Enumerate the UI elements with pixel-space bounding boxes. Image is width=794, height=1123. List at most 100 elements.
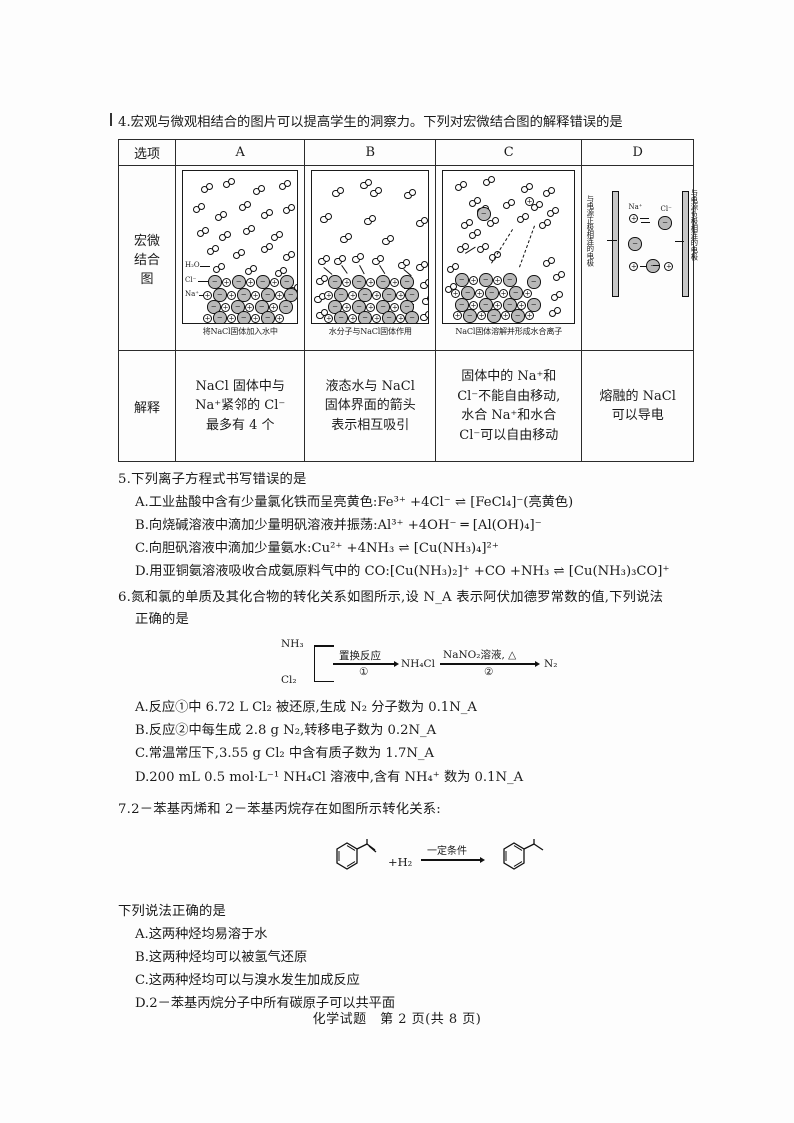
q5-option-b-text: B.向烧碱溶液中滴加少量明矾溶液并振荡: — [135, 517, 378, 533]
row-label-line-1: 宏微 — [133, 233, 160, 249]
q5-option-c-right: [Cu(NH₃)₄]²⁺ — [413, 540, 499, 556]
question-7-option-a: A.这两种烃均易溶于水 — [135, 926, 268, 942]
explanation-a-line-3: 最多有 4 个 — [205, 418, 275, 434]
row-label-figures: 宏微 结合 图 — [118, 165, 176, 352]
q5-option-c-left: Cu²⁺ +4NH₃ — [311, 540, 395, 556]
scheme-reactant-nh3: NH₃ — [281, 638, 304, 651]
scheme-intermediate-nh4cl: NH₄Cl — [401, 658, 435, 671]
question-6-option-a: A.反应①中 6.72 L Cl₂ 被还原,生成 N₂ 分子数为 0.1N_A — [135, 700, 477, 716]
question-7-lead: 下列说法正确的是 — [118, 904, 226, 920]
question-6-option-c: C.常温常压下,3.55 g Cl₂ 中含有质子数为 1.7N_A — [135, 746, 435, 762]
electrode-right — [682, 191, 690, 298]
equilibrium-arrow-icon-d: ⇌ — [553, 564, 565, 580]
row-label-line-3: 图 — [140, 271, 154, 287]
explanation-cell-b: 液态水与 NaCl 固体界面的箭头 表示相互吸引 — [304, 350, 437, 463]
label-cl-minus-d: Cl⁻ — [660, 205, 672, 214]
page-footer: 化学试题 第 2 页(共 8 页) — [312, 1012, 482, 1027]
table-header-b: B — [304, 139, 437, 167]
q5-option-b-right: [Al(OH)₄]⁻ — [472, 517, 542, 533]
figure-cell-c: − + − + − + − − — [435, 165, 583, 352]
table-header-option: 选项 — [118, 139, 176, 167]
figure-a-box: H₂O Cl⁻ Na⁺ − + − + − + — [182, 170, 299, 325]
ion-cl-d-3: − — [646, 259, 660, 273]
question-5-option-b: B.向烧碱溶液中滴加少量明矾溶液并振荡:Al³⁺ +4OH⁻ ═ [Al(OH)… — [118, 514, 694, 537]
scheme-condition-1-bottom: ① — [359, 666, 369, 679]
scheme-plus-h2: +H₂ — [388, 855, 413, 870]
ion-cl-d-1: − — [658, 216, 672, 230]
figure-cell-b: − + − + − + − + − + − + − — [304, 165, 437, 352]
scheme-condition-2-bottom: ② — [484, 666, 494, 679]
explanation-c-line-3: 水合 Na⁺和水合 — [461, 408, 557, 424]
electrode-label-left: 与电源正极相连的电极 — [585, 195, 595, 267]
row-label-line-2: 结合 — [133, 252, 160, 268]
explanation-b-line-2: 固体界面的箭头 — [324, 398, 416, 414]
question-7-option-d: D.2－苯基丙烷分子中所有碳原子可以共平面 — [135, 995, 396, 1011]
explanation-b-line-1: 液态水与 NaCl — [325, 378, 415, 394]
question-7-option-c: C.这两种烃均可以与溴水发生加成反应 — [135, 972, 360, 988]
figure-cell-a: H₂O Cl⁻ Na⁺ − + − + − + — [174, 165, 306, 352]
question-7-reaction-scheme: +H₂ 一定条件 — [118, 825, 694, 887]
explanation-a-line-2: Na⁺紧邻的 Cl⁻ — [195, 398, 286, 414]
ion-cl-d-2: − — [628, 237, 642, 251]
macro-micro-table: 选项 A B C D 宏微 结合 图 — [118, 139, 699, 463]
question-5-option-c: C.向胆矾溶液中滴加少量氨水:Cu²⁺ +4NH₃ ⇌ [Cu(NH₃)₄]²⁺ — [118, 537, 694, 560]
scheme-reactant-cl2: Cl₂ — [281, 674, 297, 687]
explanation-a-line-1: NaCl 固体中与 — [195, 378, 285, 394]
figure-b-caption: 水分子与NaCl固体作用 — [328, 326, 412, 337]
question-5-stem: 5.下列离子方程式书写错误的是 — [118, 472, 307, 488]
question-7-option-b: B.这两种烃均可以被氢气还原 — [135, 949, 308, 965]
figure-a-caption: 将NaCl固体加入水中 — [202, 326, 278, 337]
q5-option-a-right: [FeCl₄]⁻(亮黄色) — [470, 494, 574, 510]
explanation-c-line-2: Cl⁻不能自由移动, — [457, 388, 561, 404]
ion-na-d-2: + — [629, 262, 639, 272]
q5-option-d-right: [Cu(NH₃)₃CO]⁺ — [568, 564, 670, 580]
question-6-option-b: B.反应②中每生成 2.8 g N₂,转移电子数为 0.2N_A — [135, 723, 437, 739]
explanation-c-line-1: 固体中的 Na⁺和 — [461, 368, 557, 384]
explanation-cell-c: 固体中的 Na⁺和 Cl⁻不能自由移动, 水合 Na⁺和水合 Cl⁻可以自由移动 — [435, 350, 583, 463]
equals-arrow-icon: ═ — [460, 517, 469, 533]
electrode-left — [612, 191, 620, 298]
q5-option-c-text: C.向胆矾溶液中滴加少量氨水: — [135, 540, 312, 556]
label-cl-minus-a: Cl⁻ — [185, 276, 197, 285]
ion-na-d-3: + — [664, 262, 674, 272]
q5-option-a-text: A.工业盐酸中含有少量氯化铁而呈亮黄色: — [135, 494, 378, 510]
scheme-product-n2: N₂ — [544, 658, 558, 671]
figure-c-box: − + − + − + − − — [442, 170, 576, 325]
figure-c-caption: NaCl固体溶解并形成水合离子 — [455, 326, 563, 337]
q5-option-d-left: [Cu(NH₃)₂]⁺ +CO +NH₃ — [389, 564, 550, 580]
explanation-d-line-2: 可以导电 — [611, 408, 664, 424]
explanation-d-line-1: 熔融的 NaCl — [599, 388, 676, 404]
question-5-option-d: D.用亚铜氨溶液吸收合成氨原料气中的 CO:[Cu(NH₃)₂]⁺ +CO +N… — [118, 560, 694, 583]
question-4-stem: 4.宏观与微观相结合的图片可以提高学生的洞察力。下列对宏微结合图的解释错误的是 — [110, 112, 694, 133]
question-6-stem-line-2: 正确的是 — [135, 611, 189, 627]
ion-na-d-1: + — [629, 214, 639, 224]
scheme-condition-1-top: 置换反应 — [339, 650, 381, 663]
label-na-plus-a: Na⁺ — [185, 290, 199, 299]
scheme-condition-2-top: NaNO₂溶液, △ — [443, 649, 517, 662]
scheme-condition-org: 一定条件 — [427, 846, 467, 858]
question-6-reaction-scheme: NH₃ Cl₂ 置换反应 ① NH₄Cl NaNO₂溶液, △ ② N₂ — [118, 636, 694, 692]
table-explanation-row: 解释 NaCl 固体中与 Na⁺紧邻的 Cl⁻ 最多有 4 个 液态水与 NaC… — [118, 350, 694, 463]
explanation-b-line-3: 表示相互吸引 — [331, 418, 410, 434]
table-figure-row: 宏微 结合 图 — [118, 165, 699, 352]
label-h2o: H₂O — [185, 261, 200, 270]
question-6-option-d: D.200 mL 0.5 mol·L⁻¹ NH₄Cl 溶液中,含有 NH₄⁺ 数… — [135, 769, 524, 785]
table-header-row: 选项 A B C D — [118, 139, 694, 167]
figure-b-box: − + − + − + − + − + − + − — [311, 170, 430, 325]
q5-option-a-left: Fe³⁺ +4Cl⁻ — [377, 494, 451, 510]
figure-cell-d: 与电源正极相连的电极 Na⁺ + Cl⁻ − − − + + — [581, 165, 699, 352]
equilibrium-arrow-icon-c: ⇌ — [398, 540, 410, 556]
table-header-c: C — [435, 139, 583, 167]
table-header-a: A — [174, 139, 306, 167]
question-5-option-a: A.工业盐酸中含有少量氯化铁而呈亮黄色:Fe³⁺ +4Cl⁻ ⇌ [FeCl₄]… — [118, 491, 694, 514]
question-6-stem-line-1: 6.氮和氯的单质及其化合物的转化关系如图所示,设 N_A 表示阿伏加德罗常数的值… — [118, 590, 664, 606]
equilibrium-arrow-icon: ⇌ — [454, 494, 467, 510]
electrode-label-right: 与电源负极相连的电极 — [689, 189, 699, 261]
q5-option-d-text: D.用亚铜氨溶液吸收合成氨原料气中的 CO: — [135, 564, 390, 580]
page-content: 4.宏观与微观相结合的图片可以提高学生的洞察力。下列对宏微结合图的解释错误的是 … — [110, 112, 699, 1015]
table-header-d: D — [581, 139, 694, 167]
figure-c: − + − + − + − − — [438, 170, 579, 348]
structure-2-phenylpropane — [490, 839, 544, 873]
question-7-stem: 7.2－苯基丙烯和 2－苯基丙烷存在如图所示转化关系: — [118, 801, 441, 817]
structure-2-phenylpropene — [323, 839, 377, 873]
